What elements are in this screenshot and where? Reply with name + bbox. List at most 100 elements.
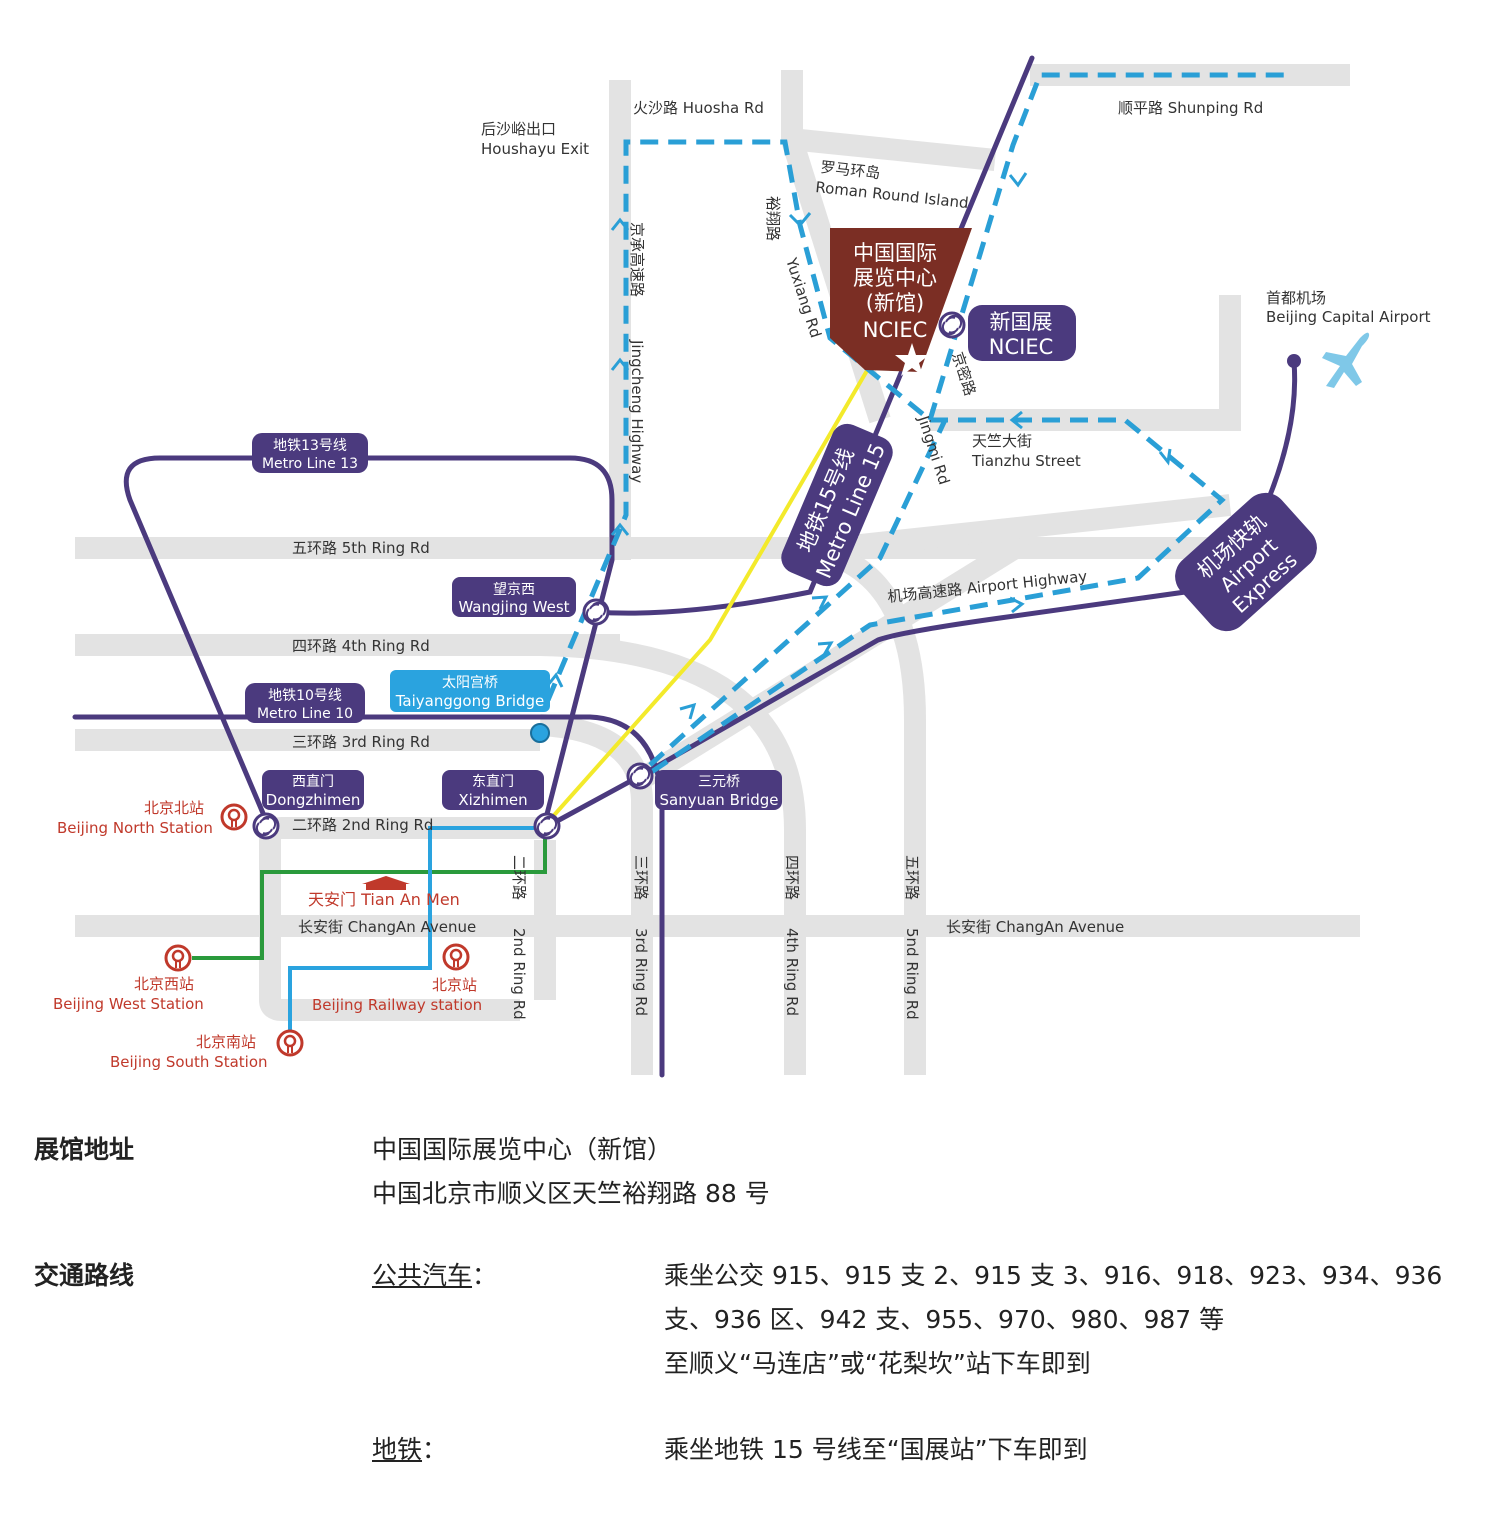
- bus-label-cell: 公共汽车：: [372, 1261, 498, 1290]
- badge-dongzhimen: 西直门 Dongzhimen: [262, 770, 364, 810]
- beijing-south-label-cn: 北京南站: [196, 1033, 256, 1051]
- venue-name-1: 中国国际: [853, 241, 937, 265]
- svg-text:四环路 4th Ring Rd: 四环路 4th Ring Rd: [292, 637, 430, 655]
- venue-name-en: NCIEC: [863, 318, 928, 342]
- svg-text:京承高速路: 京承高速路: [628, 222, 646, 297]
- svg-text:顺平路 Shunping Rd: 顺平路 Shunping Rd: [1118, 99, 1263, 117]
- transport-map: 中国国际 展览中心 (新馆) NCIEC 新国展 NCIEC 地铁13号线 Me…: [53, 55, 1431, 1078]
- blue-route: [288, 826, 535, 1035]
- svg-text:二环路 2nd Ring Rd: 二环路 2nd Ring Rd: [292, 816, 433, 834]
- sanyuan-station-icon[interactable]: [626, 762, 654, 790]
- beijing-railway-label-en: Beijing Railway station: [312, 996, 482, 1014]
- beijing-south-station-icon[interactable]: [276, 1029, 304, 1057]
- venue-name-2: 展览中心: [853, 266, 937, 290]
- badge-airport-express: 机场快轨 Airport Express: [1175, 492, 1317, 632]
- metro-line-13: [123, 455, 615, 828]
- road-network: [75, 64, 1360, 1075]
- svg-text:长安街 ChangAn Avenue: 长安街 ChangAn Avenue: [298, 918, 476, 936]
- svg-text:二环路: 二环路: [510, 855, 528, 900]
- nciec-station-icon[interactable]: [938, 311, 966, 339]
- svg-text:Metro Line 10: Metro Line 10: [257, 706, 353, 722]
- address-line-1: 中国国际展览中心（新馆）: [372, 1135, 673, 1164]
- yellow-route: [546, 360, 874, 824]
- svg-text:Metro Line 13: Metro Line 13: [262, 456, 358, 472]
- badge-nciec: 新国展 NCIEC: [968, 305, 1076, 361]
- svg-text:Jingcheng Highway: Jingcheng Highway: [628, 339, 646, 483]
- bus-line-3: 至顺义“马连店”或“花梨坎”站下车即到: [664, 1349, 1091, 1378]
- wangjing-west-station-icon[interactable]: [582, 598, 610, 626]
- bus-line-2: 支、936 区、942 支、955、970、980、987 等: [664, 1305, 1225, 1334]
- svg-text:3rd Ring Rd: 3rd Ring Rd: [632, 928, 650, 1016]
- xizhimen-station-icon[interactable]: [252, 812, 280, 840]
- taiyanggong-station-icon[interactable]: [530, 723, 550, 743]
- dongzhimen-station-icon[interactable]: [533, 812, 561, 840]
- beijing-south-label-en: Beijing South Station: [110, 1053, 268, 1071]
- airplane-icon: [1322, 332, 1370, 388]
- svg-text:5nd Ring Rd: 5nd Ring Rd: [903, 928, 921, 1020]
- svg-text:Taiyanggong Bridge: Taiyanggong Bridge: [395, 692, 545, 710]
- svg-text:Xizhimen: Xizhimen: [458, 791, 527, 809]
- beijing-railway-label-cn: 北京站: [432, 976, 477, 994]
- svg-text:Yuxiang Rd: Yuxiang Rd: [782, 255, 825, 340]
- subway-label: 地铁: [372, 1435, 423, 1464]
- airport-dot: [1287, 354, 1301, 368]
- badge-taiyanggong-bridge: 太阳宫桥 Taiyanggong Bridge: [390, 670, 550, 712]
- beijing-west-label-cn: 北京西站: [134, 975, 194, 993]
- svg-text:后沙峪出口: 后沙峪出口: [481, 120, 556, 138]
- green-route: [192, 835, 547, 960]
- subway-label-cell: 地铁：: [372, 1435, 448, 1464]
- address-heading: 展馆地址: [34, 1135, 135, 1164]
- subway-text: 乘坐地铁 15 号线至“国展站”下车即到: [664, 1435, 1088, 1464]
- svg-text:西直门: 西直门: [292, 773, 334, 790]
- badge-xizhimen: 东直门 Xizhimen: [442, 770, 544, 810]
- tiananmen-icon: [362, 876, 410, 890]
- svg-text:三元桥: 三元桥: [698, 774, 740, 790]
- beijing-west-label-en: Beijing West Station: [53, 995, 204, 1013]
- route-arrows: [546, 172, 1172, 720]
- svg-text:地铁10号线: 地铁10号线: [268, 688, 342, 704]
- svg-text:地铁13号线: 地铁13号线: [273, 438, 347, 454]
- beijing-north-station-icon[interactable]: [220, 803, 248, 831]
- svg-text:三环路 3rd Ring Rd: 三环路 3rd Ring Rd: [292, 733, 430, 751]
- badge-metro-line-15: 地铁15号线 Metro Line 15: [781, 423, 893, 587]
- beijing-railway-station-icon[interactable]: [442, 943, 470, 971]
- badge-metro-line-10: 地铁10号线 Metro Line 10: [245, 683, 365, 723]
- svg-text:火沙路 Huosha Rd: 火沙路 Huosha Rd: [633, 99, 764, 117]
- road-labels: 火沙路 Huosha Rd 后沙峪出口 Houshayu Exit 顺平路 Sh…: [292, 99, 1263, 1020]
- svg-text:天竺大街: 天竺大街: [972, 432, 1032, 450]
- metro-line-15: [592, 55, 1035, 616]
- bus-label: 公共汽车: [372, 1261, 473, 1290]
- svg-text:五环路: 五环路: [903, 855, 921, 900]
- svg-text:东直门: 东直门: [472, 773, 514, 790]
- svg-text:长安街 ChangAn Avenue: 长安街 ChangAn Avenue: [946, 918, 1124, 936]
- svg-text:Roman Round Island: Roman Round Island: [815, 178, 970, 212]
- svg-text:望京西: 望京西: [493, 582, 535, 598]
- svg-text:Wangjing West: Wangjing West: [458, 598, 569, 616]
- transport-heading: 交通路线: [34, 1261, 135, 1290]
- venue-star-icon: [895, 343, 929, 376]
- svg-text:五环路 5th Ring Rd: 五环路 5th Ring Rd: [292, 539, 430, 557]
- airport-label-en: Beijing Capital Airport: [1266, 308, 1431, 326]
- svg-text:太阳宫桥: 太阳宫桥: [442, 675, 498, 691]
- venue-nciec[interactable]: 中国国际 展览中心 (新馆) NCIEC: [830, 228, 972, 376]
- svg-text:裕翔路: 裕翔路: [764, 196, 782, 241]
- svg-text:4th Ring Rd: 4th Ring Rd: [783, 928, 801, 1016]
- svg-text:Sanyuan Bridge: Sanyuan Bridge: [660, 791, 779, 809]
- address-line-2: 中国北京市顺义区天竺裕翔路 88 号: [372, 1179, 770, 1208]
- airport-label-cn: 首都机场: [1266, 289, 1326, 307]
- badge-sanyuan-bridge: 三元桥 Sanyuan Bridge: [655, 770, 782, 810]
- tiananmen-label: 天安门 Tian An Men: [308, 890, 460, 909]
- svg-text:四环路: 四环路: [783, 855, 801, 900]
- svg-text:Dongzhimen: Dongzhimen: [266, 791, 361, 809]
- badge-metro-line-13: 地铁13号线 Metro Line 13: [252, 433, 368, 473]
- bus-line-1: 乘坐公交 915、915 支 2、915 支 3、916、918、923、934…: [664, 1261, 1443, 1290]
- beijing-north-label-cn: 北京北站: [144, 799, 204, 817]
- svg-text:NCIEC: NCIEC: [989, 335, 1054, 359]
- svg-text:三环路: 三环路: [632, 855, 650, 900]
- svg-text:新国展: 新国展: [990, 310, 1053, 334]
- beijing-west-station-icon[interactable]: [164, 944, 192, 972]
- svg-text:Tianzhu Street: Tianzhu Street: [971, 452, 1081, 470]
- svg-text:2nd Ring Rd: 2nd Ring Rd: [510, 928, 528, 1020]
- svg-text:Houshayu Exit: Houshayu Exit: [481, 140, 589, 158]
- badge-wangjing-west: 望京西 Wangjing West: [452, 577, 576, 617]
